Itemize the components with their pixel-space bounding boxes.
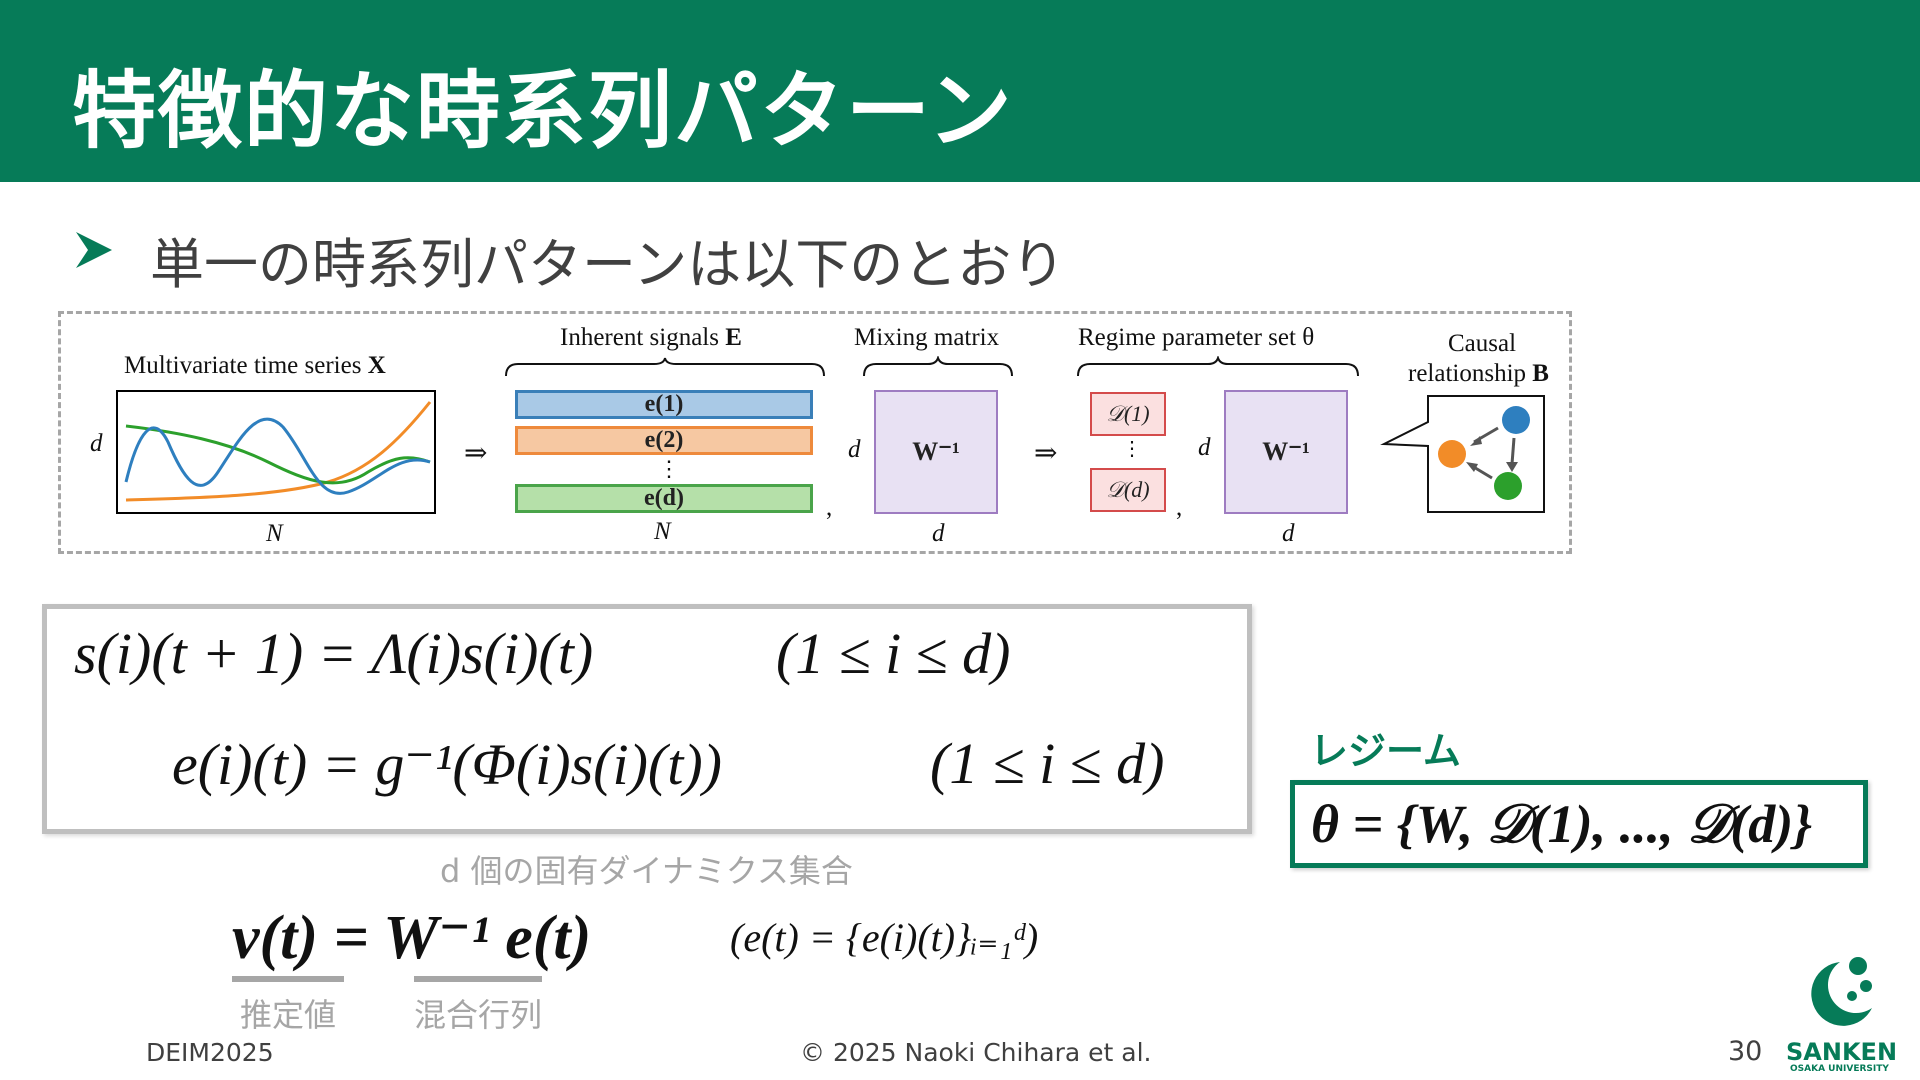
regime-formula: θ = {W, 𝒟(1), ..., 𝒟(d)}	[1311, 794, 1813, 854]
signal-ed: e(d)	[515, 484, 813, 513]
ts-line-blue	[124, 417, 431, 495]
regime-brace	[1077, 356, 1359, 377]
mixing-matrix-box: W⁻¹	[874, 390, 998, 514]
bullet-arrow-icon	[76, 232, 112, 268]
comma-2: ,	[1176, 494, 1183, 521]
arrow-2: ⇒	[1034, 438, 1058, 469]
ts-title-symbol: X	[367, 352, 386, 379]
equation-1: s(i)(t + 1) = Λ(i)s(i)(t)	[74, 621, 594, 686]
ts-line-green	[125, 424, 431, 485]
time-series-plot	[116, 390, 436, 514]
footer-conference: DEIM2025	[146, 1038, 274, 1067]
node-green	[1494, 472, 1522, 500]
bullet-text: 単一の時系列パターンは以下のとおり	[150, 233, 1066, 296]
regime-set-title: Regime parameter set θ	[1078, 324, 1315, 351]
sanken-logo-icon	[1811, 957, 1872, 1026]
label-mixing: 混合行列	[414, 996, 543, 1034]
underline-estimate	[232, 976, 344, 982]
header-bar: 特徴的な時系列パターン	[0, 0, 1920, 182]
underline-mixing	[414, 976, 542, 982]
signals-dots: ⋮	[658, 456, 680, 481]
causal-symbol: B	[1532, 360, 1549, 387]
dynamics-note: d 個の固有ダイナミクス集合	[440, 852, 853, 890]
causal-title-1: Causal	[1448, 330, 1517, 357]
regime-w-box: W⁻¹	[1224, 390, 1348, 514]
equation-box	[42, 604, 1252, 834]
equation-3-condition: (e(t) = {e(i)(t)}ᵢ₌₁ᵈ)	[730, 915, 1039, 960]
causal-title-2-text: relationship	[1408, 360, 1527, 387]
dynamics-dots: ⋮	[1122, 438, 1142, 460]
equation-2: e(i)(t) = g⁻¹(Φ(i)s(i)(t))	[172, 732, 722, 797]
label-estimate: 推定値	[240, 996, 337, 1034]
causal-graph	[1380, 395, 1545, 513]
signals-title-text: Inherent signals	[560, 324, 719, 351]
signals-brace	[505, 357, 825, 377]
footer-copyright: © 2025 Naoki Chihara et al.	[800, 1038, 1152, 1067]
logo-text: SANKEN	[1786, 1038, 1898, 1066]
regime-box: θ = {W, 𝒟(1), ..., 𝒟(d)}	[1290, 780, 1868, 868]
diagram-frame	[58, 311, 1572, 554]
ts-dim-label: d	[90, 430, 103, 457]
node-orange	[1438, 440, 1466, 468]
signal-e2: e(2)	[515, 426, 813, 455]
mixing-title: Mixing matrix	[854, 324, 1000, 351]
signals-len-label: N	[654, 518, 671, 545]
dynamics-box-1: 𝒟(1)	[1090, 392, 1166, 436]
regime-dim-left: d	[1198, 434, 1211, 461]
equation-1-condition: (1 ≤ i ≤ d)	[776, 621, 1011, 686]
signal-e1: e(1)	[515, 390, 813, 419]
equation-2-condition: (1 ≤ i ≤ d)	[930, 731, 1165, 796]
node-blue	[1502, 406, 1530, 434]
ts-title-text: Multivariate time series	[124, 352, 362, 379]
logo-subtext: OSAKA UNIVERSITY	[1790, 1064, 1889, 1074]
slide-title: 特徴的な時系列パターン	[72, 62, 1014, 160]
equation-3: v(t) = W⁻¹ e(t)	[232, 904, 592, 972]
signals-title-symbol: E	[725, 324, 742, 351]
comma-1: ,	[826, 494, 833, 521]
ts-title: Multivariate time series X	[124, 352, 386, 380]
ts-len-label: N	[266, 520, 283, 547]
regime-label: レジーム	[1310, 729, 1461, 773]
regime-dim-bottom: d	[1282, 520, 1295, 547]
mixing-dim-bottom: d	[932, 520, 945, 547]
signals-title: Inherent signals E	[560, 324, 742, 352]
arrow-1: ⇒	[464, 438, 488, 469]
mixing-brace	[863, 356, 1013, 377]
mixing-dim-left: d	[848, 436, 861, 463]
time-series-lines	[124, 401, 432, 502]
causal-title-2: relationship B	[1408, 360, 1549, 388]
dynamics-box-d: 𝒟(d)	[1090, 468, 1166, 512]
page-number: 30	[1728, 1036, 1763, 1067]
